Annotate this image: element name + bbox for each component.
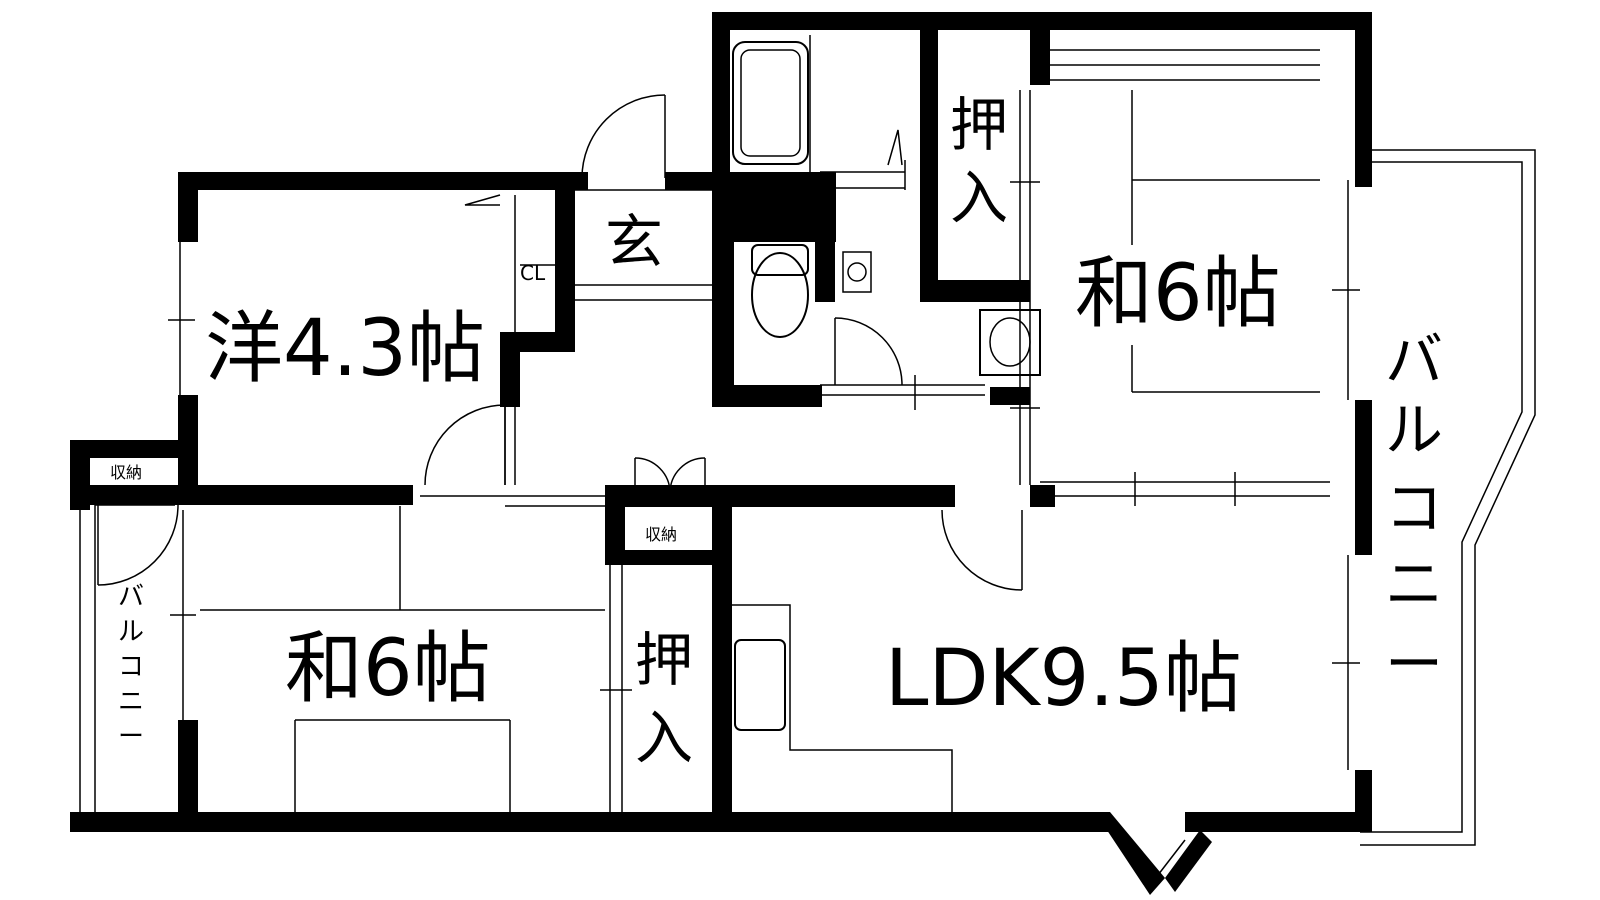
door-swings xyxy=(97,94,1023,591)
oshiire-bottom-label-1: 押 xyxy=(635,626,693,694)
room-label-entrance: 玄 xyxy=(605,208,663,276)
shuno-left-label: 収納 xyxy=(110,463,142,482)
balcony-right-char-4: ニ xyxy=(1385,550,1443,618)
balcony-right-char-1: バ xyxy=(1385,326,1443,394)
oshiire-top-label-2: 入 xyxy=(950,164,1008,232)
balcony-left-char-5: ー xyxy=(118,722,144,752)
room-labels: 洋4.3帖 和6帖 和6帖 LDK9.5帖 玄 CL 押 入 押 入 収納 収納… xyxy=(110,91,1443,772)
room-label-western: 洋4.3帖 xyxy=(205,304,485,394)
oshiire-top-label-1: 押 xyxy=(950,91,1008,159)
toilet-bowl xyxy=(751,252,809,338)
shuno-center-label: 収納 xyxy=(645,525,677,544)
balcony-right-char-5: ー xyxy=(1385,630,1443,698)
bathtub xyxy=(732,41,809,165)
balcony-left-char-3: コ xyxy=(118,652,144,682)
fixtures xyxy=(732,41,1041,376)
closet-label: CL xyxy=(520,261,546,285)
balcony-left-char-2: ル xyxy=(118,617,144,647)
oshiire-bottom-label-2: 入 xyxy=(635,704,693,772)
washbasin xyxy=(979,309,1041,376)
room-label-japanese-lower: 和6帖 xyxy=(285,624,491,714)
balcony-right-char-2: ル xyxy=(1385,396,1443,464)
toilet-tank xyxy=(751,244,809,276)
room-label-japanese-upper: 和6帖 xyxy=(1075,249,1281,339)
room-label-ldk: LDK9.5帖 xyxy=(885,634,1242,724)
hand-sink xyxy=(842,251,872,293)
balcony-left-char-1: バ xyxy=(118,582,144,612)
balcony-right-char-3: コ xyxy=(1385,474,1443,542)
walls xyxy=(70,12,1372,895)
balcony-left-char-4: ニ xyxy=(118,687,144,717)
